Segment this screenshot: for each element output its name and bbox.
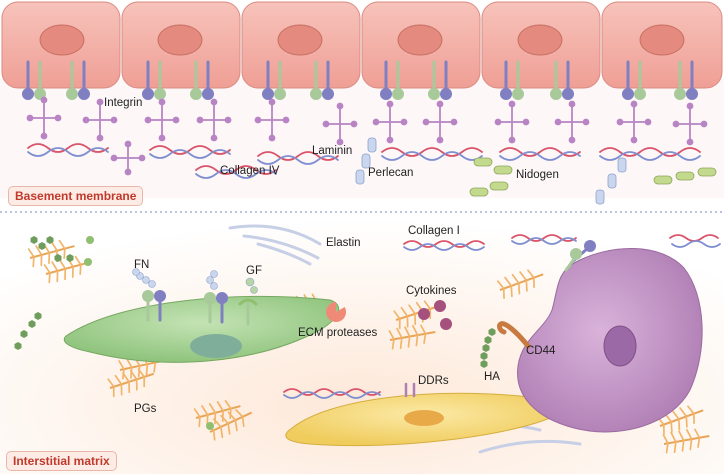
- cell-nucleus: [277, 24, 323, 56]
- yellow-cell-nucleus: [404, 410, 444, 426]
- ecm-protease-icon: [326, 302, 347, 322]
- macrophage-nucleus: [603, 325, 637, 367]
- fn-label: FN: [134, 259, 150, 271]
- collagen-i-label: Collagen I: [408, 225, 460, 237]
- yellow-cell: [285, 382, 561, 447]
- perlecan-label: Perlecan: [368, 167, 414, 179]
- cell-nucleus: [157, 24, 203, 56]
- epithelial-cell-row: [1, 1, 723, 89]
- macrophage-cell: [497, 240, 703, 433]
- integrin-receptors: [22, 60, 698, 100]
- cytokines-label: Cytokines: [406, 285, 457, 297]
- laminin-label: Laminin: [312, 145, 353, 157]
- laminin-network: [26, 96, 708, 176]
- basement-membrane-label: Basement membrane: [8, 186, 144, 206]
- cd44-label: CD44: [526, 345, 556, 357]
- elastin-label: Elastin: [326, 237, 361, 249]
- fibroblast-nucleus: [190, 334, 242, 358]
- nidogen: [469, 157, 717, 197]
- cytokines: [418, 300, 452, 330]
- ecm-proteases-label: ECM proteases: [298, 327, 378, 339]
- fibroblast-cell: [63, 268, 340, 363]
- collagen-iv-label: Collagen IV: [220, 165, 280, 177]
- interstitial-matrix-label: Interstitial matrix: [6, 451, 117, 471]
- cell-nucleus: [517, 24, 563, 56]
- hyaluronan-chains: [14, 236, 496, 430]
- ha-label: HA: [484, 371, 500, 383]
- perlecan: [355, 137, 627, 205]
- pgs-label: PGs: [134, 403, 157, 415]
- cell-nucleus: [39, 24, 85, 56]
- ddrs-label: DDRs: [418, 375, 449, 387]
- cd44-receptor: [497, 321, 531, 349]
- collagen-i-fibers: [283, 234, 721, 399]
- ddr-receptor: [404, 382, 416, 398]
- nidogen-label: Nidogen: [516, 169, 559, 181]
- collagen-iv-network: [27, 143, 701, 179]
- integrin-label: Integrin: [104, 97, 143, 109]
- gf-label: GF: [246, 265, 262, 277]
- cell-nucleus: [397, 24, 443, 56]
- cell-nucleus: [639, 24, 685, 56]
